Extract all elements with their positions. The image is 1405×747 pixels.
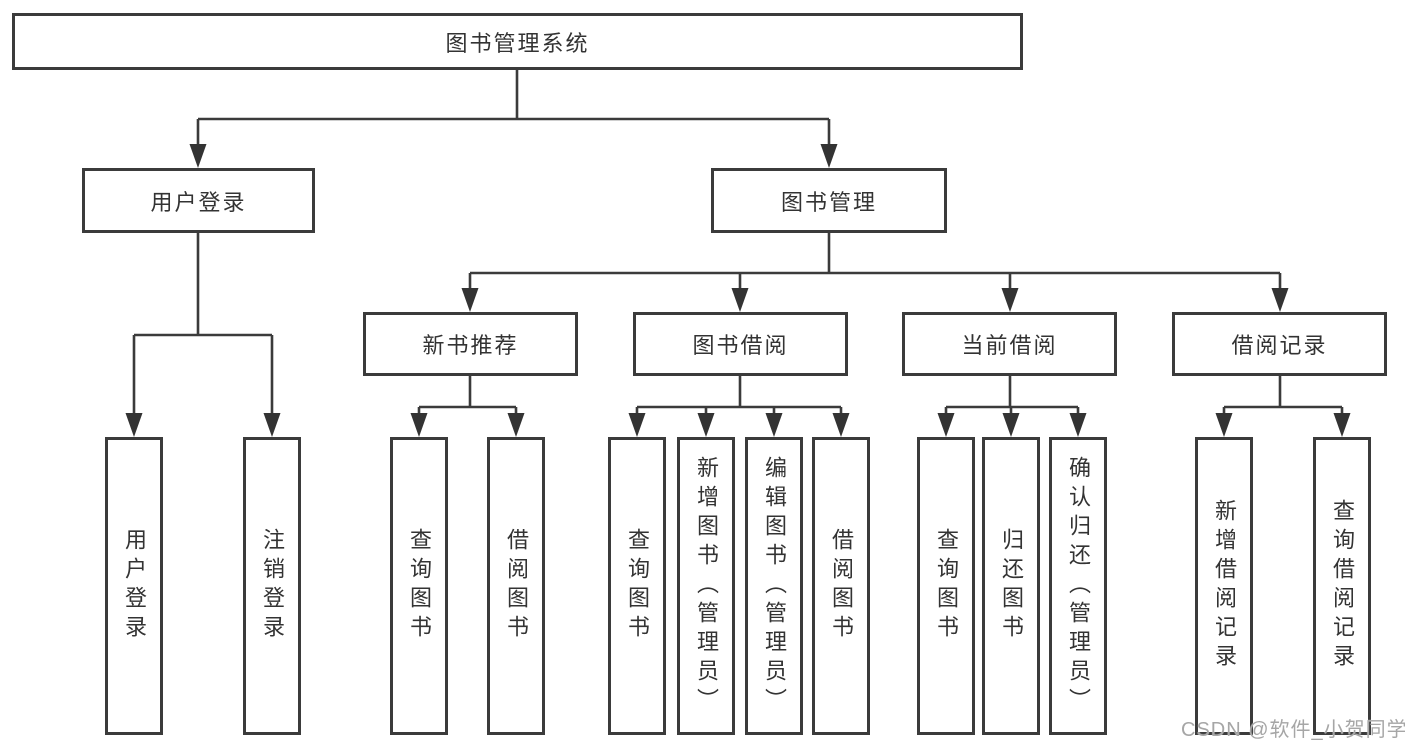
node-new-book-recommend: 新书推荐 xyxy=(363,312,578,376)
leaf-borrow-books-borrowing: 借阅图书 xyxy=(812,437,870,735)
leaf-logout: 注销登录 xyxy=(243,437,301,735)
node-current-borrowing: 当前借阅 xyxy=(902,312,1117,376)
leaf-edit-books-admin: 编辑图书（管理员） xyxy=(745,437,803,735)
leaf-add-books-admin: 新增图书（管理员） xyxy=(677,437,735,735)
node-book-management: 图书管理 xyxy=(711,168,947,233)
connector-stems xyxy=(132,70,1344,414)
leaf-return-books: 归还图书 xyxy=(982,437,1040,735)
leaf-confirm-return-admin: 确认归还（管理员） xyxy=(1049,437,1107,735)
leaf-query-borrow-record: 查询借阅记录 xyxy=(1313,437,1371,735)
watermark: CSDN @软件_小贺同学 xyxy=(1181,719,1405,741)
node-book-borrowing: 图书借阅 xyxy=(633,312,848,376)
node-root: 图书管理系统 xyxy=(12,13,1023,70)
leaf-query-books-current: 查询图书 xyxy=(917,437,975,735)
leaf-query-books-recommend: 查询图书 xyxy=(390,437,448,735)
node-user-login: 用户登录 xyxy=(82,168,315,233)
leaf-add-borrow-record: 新增借阅记录 xyxy=(1195,437,1253,735)
leaf-user-login: 用户登录 xyxy=(105,437,163,735)
leaf-query-books-borrowing: 查询图书 xyxy=(608,437,666,735)
node-borrowing-records: 借阅记录 xyxy=(1172,312,1387,376)
connector-arrowheads xyxy=(125,144,1351,437)
leaf-borrow-books-recommend: 借阅图书 xyxy=(487,437,545,735)
